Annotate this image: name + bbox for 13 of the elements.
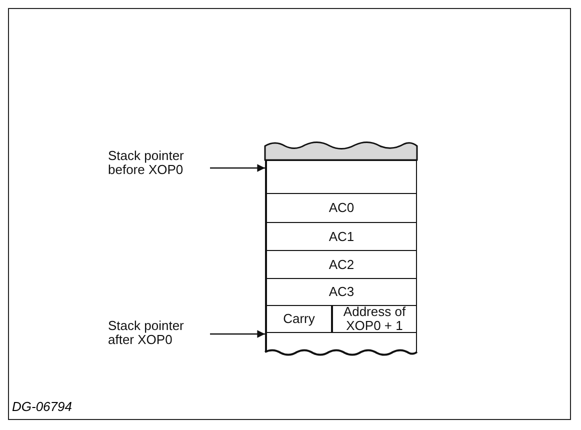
pointer-label: Stack pointer before XOP0 bbox=[108, 146, 208, 180]
stack-cell: AC2 bbox=[265, 250, 417, 278]
stack-cell: Carry bbox=[265, 305, 332, 332]
stack-cell: Address of XOP0 + 1 bbox=[332, 305, 417, 332]
stack-cell: AC3 bbox=[265, 278, 417, 305]
arrow bbox=[210, 330, 265, 338]
arrow bbox=[210, 164, 265, 172]
figure-number: DG-06794 bbox=[12, 399, 72, 414]
empty-stack-cell bbox=[265, 332, 417, 352]
stack-cell: AC1 bbox=[265, 222, 417, 250]
empty-stack-cell bbox=[265, 160, 417, 193]
pointer-label: Stack pointer after XOP0 bbox=[108, 316, 208, 350]
stack-cell: AC0 bbox=[265, 193, 417, 222]
